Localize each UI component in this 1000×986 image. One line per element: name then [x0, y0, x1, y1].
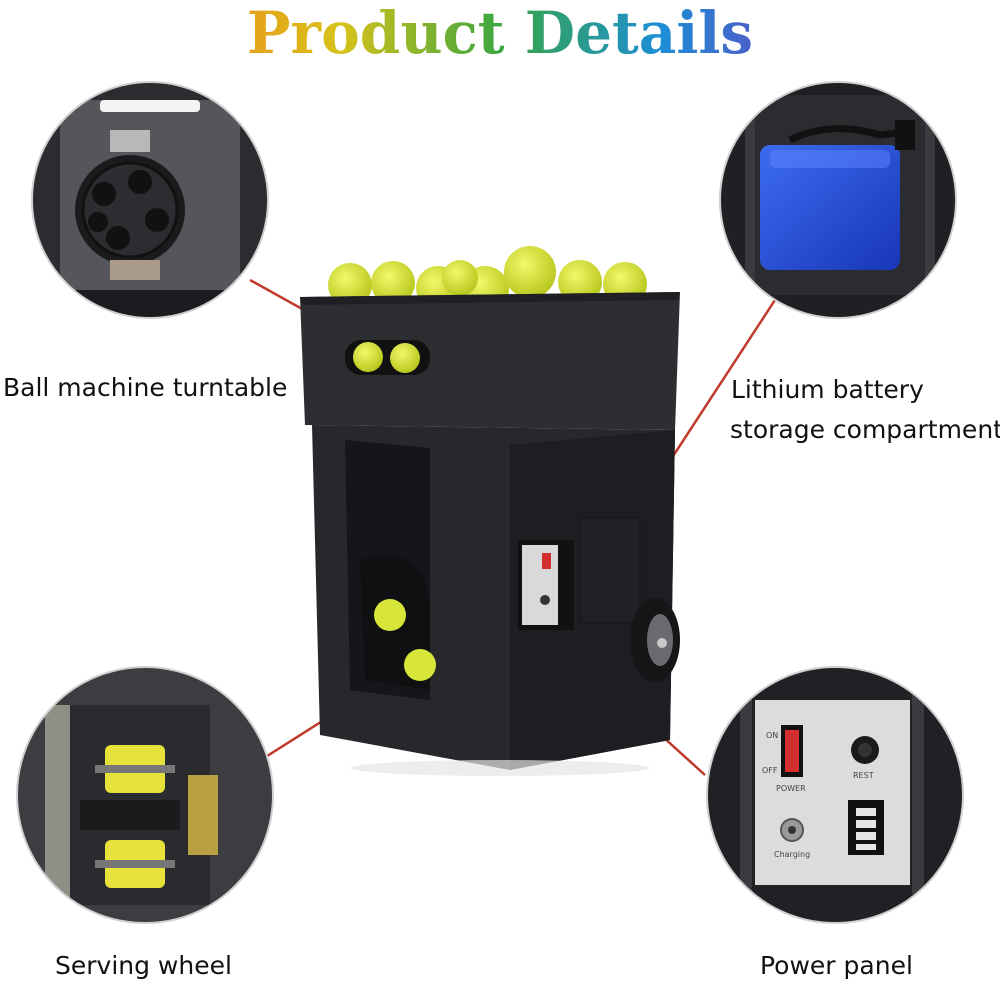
battery-label-line1: Lithium battery: [731, 375, 924, 404]
panel-charging-label: Charging: [774, 850, 810, 859]
serving-wheel-detail-circle: [16, 666, 274, 924]
page-title: Product Details: [0, 0, 1000, 66]
panel-rest-label: REST: [853, 771, 874, 780]
battery-detail-circle: [719, 81, 957, 319]
serving-wheel-label: Serving wheel: [55, 951, 232, 980]
panel-on-label: ON: [766, 731, 778, 740]
panel-off-label: OFF: [762, 766, 778, 775]
panel-power-label: POWER: [776, 784, 806, 793]
power-panel-detail-circle: ON OFF POWER REST Charging: [706, 666, 964, 924]
turntable-label: Ball machine turntable: [3, 373, 288, 402]
battery-label-line2: storage compartment: [730, 415, 1000, 444]
power-panel-label: Power panel: [760, 951, 913, 980]
turntable-detail-circle: [31, 81, 269, 319]
ball-machine: [300, 246, 680, 776]
